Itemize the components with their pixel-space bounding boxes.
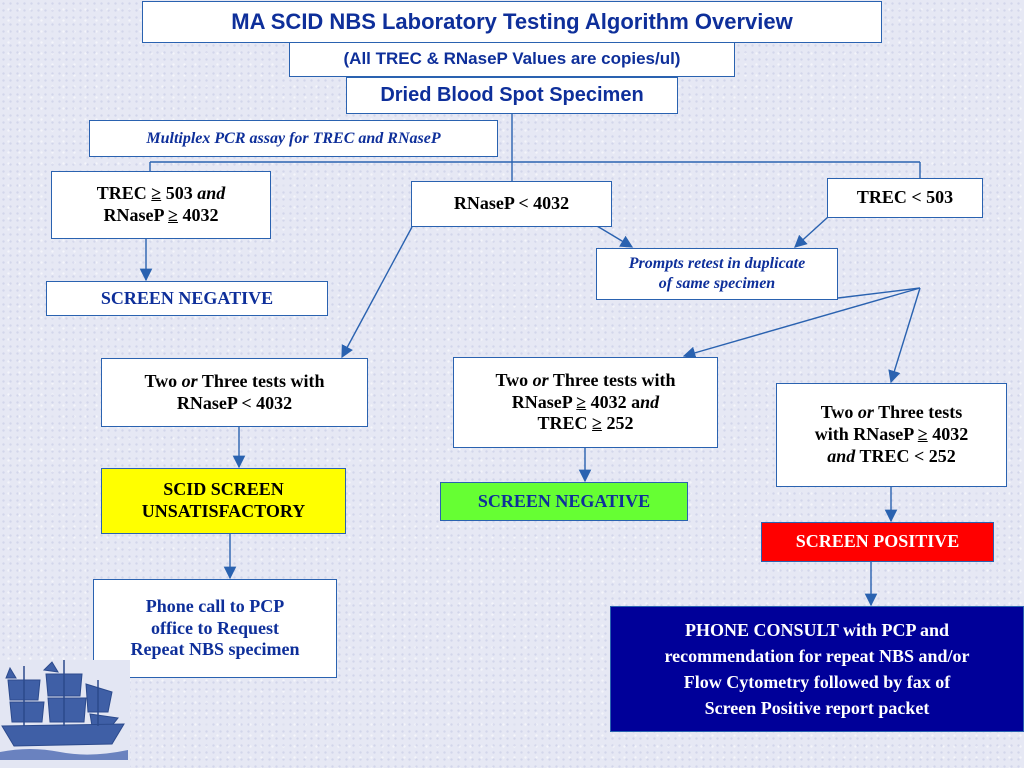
phone-call-line2: office to Request (151, 617, 279, 638)
units-note: (All TREC & RNaseP Values are copies/ul) (289, 42, 735, 77)
branch-rnasep-low-text: RNaseP < 4032 (453, 193, 570, 214)
retest-line1: Prompts retest in duplicate (628, 255, 806, 273)
screen-positive-text: SCREEN POSITIVE (795, 531, 960, 552)
arrow-split-to-tests-mid (682, 287, 921, 359)
branch-rnasep-low: RNaseP < 4032 (411, 181, 612, 227)
retest-box: Prompts retest in duplicate of same spec… (596, 248, 838, 300)
arrow-split-to-tests-right (888, 287, 921, 384)
branch-trec-normal-line1: TREC ≥ 503 and (96, 183, 226, 204)
tests-trec-low: Two or Three tests with RNaseP ≥ 4032 an… (776, 383, 1007, 487)
branch-trec-normal-line2: RNaseP ≥ 4032 (103, 205, 219, 225)
tests-trec-normal-line1: Two or Three tests with (495, 369, 676, 390)
units-note-text: (All TREC & RNaseP Values are copies/ul) (343, 49, 681, 69)
phone-consult-line2: recommendation for repeat NBS and/or (664, 645, 970, 666)
screen-negative-top: SCREEN NEGATIVE (46, 281, 328, 316)
phone-call-line1: Phone call to PCP (145, 595, 285, 616)
tests-trec-normal: Two or Three tests with RNaseP ≥ 4032 an… (453, 357, 718, 448)
tests-trec-low-line3: and TREC < 252 (827, 445, 956, 466)
assay-text: Multiplex PCR assay for TREC and RNaseP (146, 129, 441, 147)
tests-trec-normal-line3: TREC ≥ 252 (537, 413, 634, 434)
branch-trec-normal: TREC ≥ 503 and RNaseP ≥ 4032 (51, 171, 271, 239)
specimen-box: Dried Blood Spot Specimen (346, 77, 678, 114)
connector-retest-split (837, 287, 921, 299)
page-title: MA SCID NBS Laboratory Testing Algorithm… (142, 1, 882, 43)
page-title-text: MA SCID NBS Laboratory Testing Algorithm… (231, 8, 793, 34)
scid-screen-unsatisfactory: SCID SCREEN UNSATISFACTORY (101, 468, 346, 534)
arrow-right-to-retest (794, 216, 829, 248)
sailing-ship-icon (0, 660, 130, 768)
phone-call-line3: Repeat NBS specimen (130, 639, 300, 660)
phone-consult-line3: Flow Cytometry followed by fax of (683, 672, 951, 692)
unsatisfactory-line1: SCID SCREEN (163, 479, 284, 500)
screen-negative-mid: SCREEN NEGATIVE (440, 482, 688, 521)
screen-negative-mid-text: SCREEN NEGATIVE (477, 490, 651, 511)
assay-box: Multiplex PCR assay for TREC and RNaseP (89, 120, 498, 157)
phone-consult-line4: Screen Positive report packet (704, 698, 930, 719)
screen-negative-top-text: SCREEN NEGATIVE (100, 287, 274, 308)
tests-rnasep-low-line2: RNaseP < 4032 (176, 392, 293, 413)
screen-positive: SCREEN POSITIVE (761, 522, 994, 562)
tests-rnasep-low-line1: Two or Three tests with (144, 370, 325, 391)
tests-trec-low-line1: Two or Three tests (820, 402, 963, 423)
tests-trec-low-line2: with RNaseP ≥ 4032 (814, 424, 969, 445)
phone-consult-line1: PHONE CONSULT with PCP and (684, 619, 950, 640)
arrow-mid-to-retest (596, 225, 634, 248)
phone-call-box: Phone call to PCP office to Request Repe… (93, 579, 337, 678)
phone-consult-box: PHONE CONSULT with PCP and recommendatio… (610, 606, 1024, 732)
unsatisfactory-line2: UNSATISFACTORY (141, 501, 306, 521)
branch-trec-low: TREC < 503 (827, 178, 983, 218)
arrow-mid-to-tests-left (341, 226, 413, 359)
specimen-text: Dried Blood Spot Specimen (380, 84, 644, 107)
branch-trec-low-text: TREC < 503 (856, 187, 954, 208)
retest-line2: of same specimen (658, 275, 776, 292)
tests-rnasep-low: Two or Three tests with RNaseP < 4032 (101, 358, 368, 427)
tests-trec-normal-line2: RNaseP ≥ 4032 and (511, 391, 660, 412)
